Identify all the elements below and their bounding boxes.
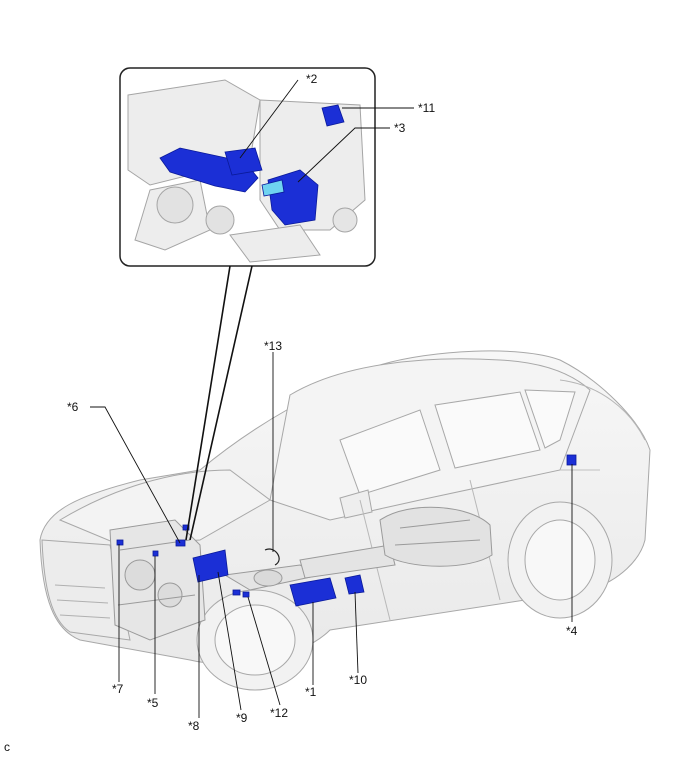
part-4-shape [566, 454, 577, 466]
inset-manifold-shape [159, 147, 259, 193]
callout-2: *2 [306, 72, 318, 86]
callout-1: *1 [305, 685, 317, 699]
highlighted-parts [116, 454, 577, 607]
figure-corner-mark: c [4, 740, 10, 754]
callout-3: *3 [394, 121, 406, 135]
callout-7: *7 [112, 682, 124, 696]
callout-6: *6 [67, 400, 79, 414]
callout-5: *5 [147, 696, 159, 710]
callout-12: *12 [270, 706, 289, 720]
inset-pointer-lines [185, 265, 253, 541]
hose-13-line [264, 548, 280, 566]
engine-assembly [109, 519, 206, 641]
part-12-shape [242, 591, 250, 598]
part-8-shape [192, 549, 229, 583]
callout-11: *11 [418, 101, 436, 115]
part-7-shape [116, 539, 124, 546]
leader-lines [90, 79, 573, 718]
part-5-shape [152, 550, 159, 557]
callout-9: *9 [236, 711, 248, 725]
callout-8: *8 [188, 719, 200, 733]
callout-13: *13 [264, 339, 283, 353]
inset-part-2-shape [224, 147, 263, 176]
fuel-tank [379, 506, 493, 567]
front-wheel [196, 589, 314, 691]
callout-10: *10 [349, 673, 368, 687]
part-1-shape [289, 577, 337, 607]
inset-pipe-light-shape [261, 179, 285, 197]
part-9-shape [232, 589, 241, 596]
part-small-upper-shape [182, 524, 190, 531]
inset-part-11-shape [321, 104, 345, 127]
part-6-shape [175, 539, 186, 547]
part-10-shape [344, 574, 365, 595]
inset-detail [119, 67, 376, 267]
exhaust-system [223, 544, 396, 591]
callout-4: *4 [566, 624, 578, 638]
rear-wheel [507, 501, 613, 619]
